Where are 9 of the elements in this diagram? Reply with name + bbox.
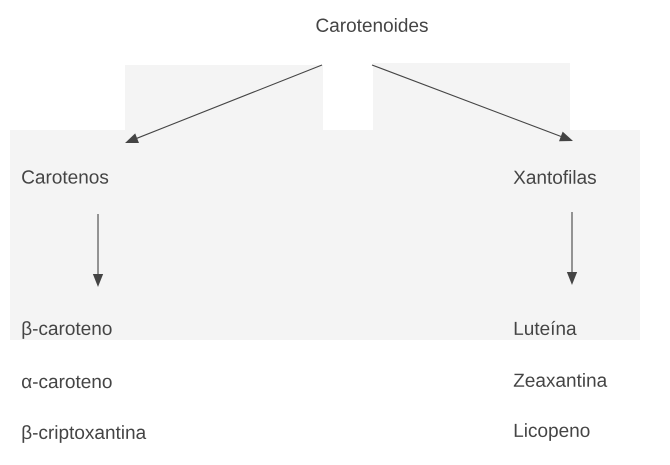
heading-text: Carotenoides <box>316 18 428 32</box>
category-label: Carotenos <box>22 170 108 184</box>
category-label: Xantofilas <box>514 170 596 184</box>
item-label: Licopeno <box>514 423 590 441</box>
item-label: α-caroteno <box>22 376 112 388</box>
item-label: β-caroteno <box>22 321 112 339</box>
item-label: Zeaxantina <box>514 373 608 387</box>
item-label: β-criptoxantina <box>22 425 146 443</box>
item-label: Luteína <box>514 320 577 336</box>
